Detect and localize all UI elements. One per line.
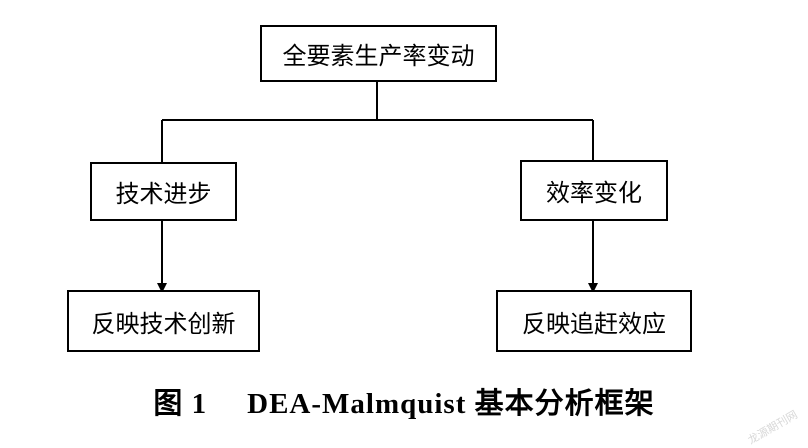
technical-progress-label: 技术进步 (115, 180, 212, 208)
figure-number: 图 1 (153, 388, 208, 420)
technical-innovation-label: 反映技术创新 (91, 309, 236, 338)
technical-innovation-node: 反映技术创新 (67, 290, 260, 352)
catch-up-effect-label: 反映追赶效应 (522, 309, 666, 338)
root-node: 全要素生产率变动 (260, 25, 497, 82)
efficiency-change-label: 效率变化 (546, 179, 642, 207)
technical-progress-node: 技术进步 (90, 162, 237, 221)
catch-up-effect-node: 反映追赶效应 (496, 290, 692, 352)
efficiency-change-node: 效率变化 (520, 160, 668, 221)
figure-caption: 图 1 DEA-Malmquist 基本分析框架 (0, 380, 808, 422)
figure-title: DEA-Malmquist 基本分析框架 (247, 388, 655, 420)
root-node-label: 全要素生产率变动 (282, 42, 475, 70)
